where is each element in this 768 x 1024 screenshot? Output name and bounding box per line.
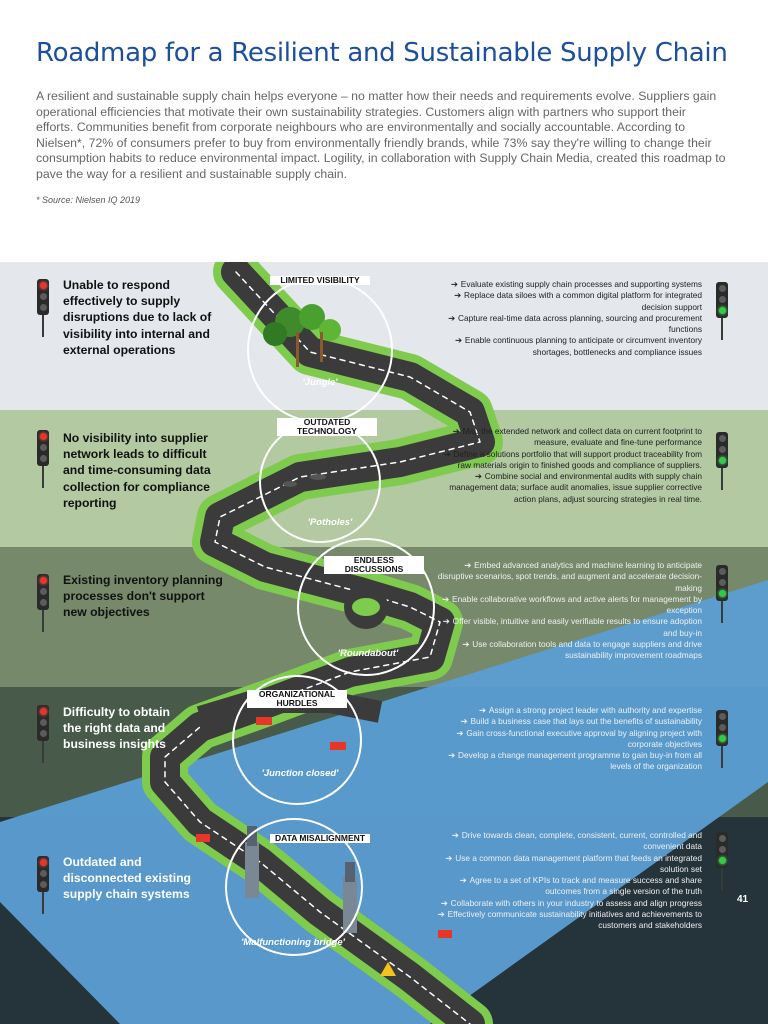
- arrow-right-icon: ➔: [459, 875, 467, 886]
- traffic-light-red-icon: [37, 856, 49, 914]
- traffic-light-red-icon: [37, 705, 49, 763]
- arrow-right-icon: ➔: [456, 727, 464, 738]
- action-item: ➔Embed advanced analytics and machine le…: [437, 560, 702, 593]
- road-centre-line: [164, 271, 481, 1024]
- action-item: ➔Effectively communicate sustainability …: [437, 909, 702, 931]
- issue-text: Existing inventory planning processes do…: [63, 573, 223, 620]
- circle-label: OUTDATED TECHNOLOGY: [277, 418, 377, 436]
- arrow-right-icon: ➔: [460, 716, 468, 727]
- roadmap-infographic: Unable to respond effectively to supply …: [0, 262, 768, 1024]
- pothole: [310, 474, 326, 480]
- traffic-light-green-icon: [716, 832, 728, 890]
- action-item: ➔Capture real-time data across planning,…: [448, 312, 702, 335]
- action-item: ➔Map the extended network and collect da…: [452, 426, 702, 448]
- issue-text: No visibility into supplier network lead…: [63, 431, 211, 510]
- arrow-right-icon: ➔: [448, 312, 456, 323]
- action-item: ➔Build a business case that lays out the…: [460, 716, 702, 727]
- issue-text: Difficulty to obtain the right data and …: [63, 705, 170, 752]
- circle-name: 'Potholes': [307, 517, 353, 528]
- action-list: ➔Evaluate existing supply chain processe…: [432, 279, 702, 358]
- action-item: ➔Agree to a set of KPIs to track and mea…: [459, 875, 702, 897]
- action-item: ➔Gain cross-functional executive approva…: [456, 727, 702, 749]
- circle-stage-4: [232, 675, 362, 805]
- action-item: ➔Define a solutions portfolio that will …: [443, 448, 702, 470]
- road-barriers: [196, 717, 452, 976]
- circle-name: 'Malfunctioning bridge': [241, 937, 345, 948]
- action-item: ➔Replace data siloes with a common digit…: [454, 290, 702, 312]
- action-list: ➔Drive towards clean, complete, consiste…: [432, 830, 702, 932]
- arrow-right-icon: ➔: [450, 279, 458, 289]
- traffic-light-red-icon: [37, 574, 49, 632]
- arrow-right-icon: ➔: [448, 750, 456, 761]
- arrow-right-icon: ➔: [478, 705, 486, 715]
- arrow-right-icon: ➔: [454, 290, 462, 301]
- issue-text: Unable to respond effectively to supply …: [63, 278, 212, 357]
- action-item: ➔Evaluate existing supply chain processe…: [450, 279, 702, 289]
- intro-paragraph: A resilient and sustainable supply chain…: [36, 89, 726, 181]
- circle-label: ENDLESS DISCUSSIONS: [324, 556, 424, 574]
- circle-label: DATA MISALIGNMENT: [270, 834, 370, 843]
- circle-stage-5: [225, 818, 363, 956]
- circle-label: ORGANIZATIONAL HURDLES: [247, 690, 347, 708]
- action-item: ➔Develop a change management programme t…: [448, 750, 702, 772]
- arrow-right-icon: ➔: [474, 471, 482, 482]
- traffic-light-green-icon: [716, 282, 728, 340]
- traffic-light-red-icon: [37, 430, 49, 488]
- action-item: ➔Combine social and environmental audits…: [449, 471, 702, 504]
- arrow-right-icon: ➔: [452, 426, 460, 436]
- page-number: 41: [737, 894, 749, 905]
- source-note: * Source: Nielsen IQ 2019: [36, 195, 141, 205]
- circle-name: 'Junction closed': [261, 768, 339, 779]
- traffic-light-green-icon: [716, 432, 728, 490]
- arrow-right-icon: ➔: [442, 616, 450, 627]
- circle-name: 'Jungle': [302, 377, 338, 388]
- arrow-right-icon: ➔: [462, 639, 470, 650]
- traffic-light-green-icon: [716, 710, 728, 768]
- action-item: ➔Assign a strong project leader with aut…: [478, 705, 702, 715]
- arrow-right-icon: ➔: [445, 852, 453, 863]
- circle-name: 'Roundabout': [337, 648, 399, 659]
- circle-label: LIMITED VISIBILITY: [270, 276, 370, 285]
- arrow-right-icon: ➔: [442, 593, 450, 604]
- traffic-light-red-icon: [37, 279, 49, 337]
- action-item: ➔Drive towards clean, complete, consiste…: [451, 830, 702, 852]
- pothole: [283, 481, 297, 487]
- roundabout-island: [352, 598, 380, 616]
- circle-stage-3: [297, 538, 435, 676]
- arrow-right-icon: ➔: [440, 897, 448, 908]
- river: [0, 580, 768, 1024]
- arrow-right-icon: ➔: [443, 448, 451, 459]
- action-list: ➔Embed advanced analytics and machine le…: [432, 560, 702, 662]
- arrow-right-icon: ➔: [454, 335, 462, 346]
- action-item: ➔Use a common data management platform t…: [445, 852, 702, 874]
- traffic-light-green-icon: [716, 565, 728, 623]
- roadmap-illustration: [0, 262, 768, 1024]
- action-list: ➔Assign a strong project leader with aut…: [432, 705, 702, 773]
- arrow-right-icon: ➔: [464, 560, 472, 570]
- issue-text: Outdated and disconnected existing suppl…: [63, 855, 191, 902]
- action-item: ➔Collaborate with others in your industr…: [440, 897, 702, 908]
- action-list: ➔Map the extended network and collect da…: [432, 426, 702, 505]
- page-title: Roadmap for a Resilient and Sustainable …: [36, 38, 728, 68]
- arrow-right-icon: ➔: [437, 909, 445, 920]
- jungle-trees: [263, 304, 341, 367]
- action-item: ➔Use collaboration tools and data to eng…: [462, 639, 702, 661]
- arrow-right-icon: ➔: [451, 830, 459, 840]
- action-item: ➔Enable collaborative workflows and acti…: [442, 593, 702, 616]
- action-item: ➔Offer visible, intuitive and easily ver…: [442, 616, 702, 638]
- action-item: ➔Enable continuous planning to anticipat…: [454, 335, 702, 357]
